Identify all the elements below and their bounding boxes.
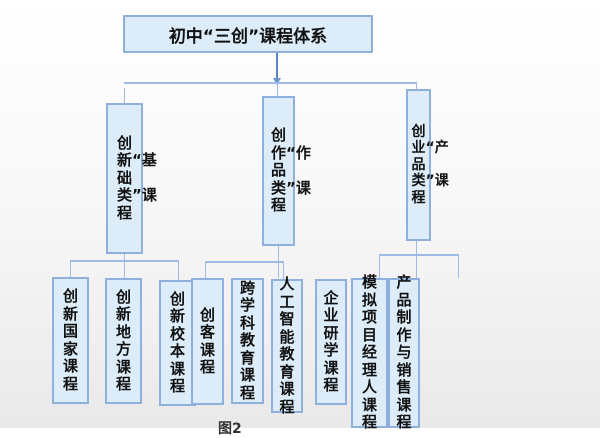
course-product-sales: 产品制作与销售课程 xyxy=(388,274,420,431)
category-innovation: 创新“基础类”课程 xyxy=(106,103,157,254)
connector xyxy=(283,261,284,279)
arrow-icon xyxy=(273,78,281,85)
course-label: 创新地方课程 xyxy=(116,287,132,393)
connector xyxy=(124,260,125,278)
category-label: 创新“基础类”课程 xyxy=(117,133,157,222)
course-label: 模拟项目经理人课程 xyxy=(362,273,378,432)
category-creation: 创作“作品类”课程 xyxy=(262,96,311,246)
course-ai: 人工智能教育课程 xyxy=(271,275,303,416)
root-node: 初中“三创”课程体系 xyxy=(123,15,373,53)
course-national: 创新国家课程 xyxy=(52,277,89,404)
course-local: 创新地方课程 xyxy=(105,278,142,404)
course-enterprise-study: 企业研学课程 xyxy=(315,279,347,405)
connector xyxy=(416,241,417,278)
course-label: 创新国家课程 xyxy=(63,287,79,393)
connector xyxy=(205,261,284,263)
course-label: 跨学科教育课程 xyxy=(240,278,256,402)
connector xyxy=(70,260,71,277)
connector xyxy=(379,254,459,256)
connector xyxy=(379,254,380,279)
category-entrepreneurship: 创业“产品类”课程 xyxy=(406,89,449,241)
course-label: 创客课程 xyxy=(200,305,216,376)
connector xyxy=(416,82,417,89)
category-label: 创作“作品类”课程 xyxy=(271,126,311,215)
connector xyxy=(178,260,179,280)
course-label: 产品制作与销售课程 xyxy=(396,273,412,432)
course-interdisciplinary: 跨学科教育课程 xyxy=(231,278,264,404)
course-label: 创新校本课程 xyxy=(170,289,186,395)
connector xyxy=(124,88,125,103)
connector xyxy=(276,53,278,81)
course-project-manager: 模拟项目经理人课程 xyxy=(351,274,388,431)
category-label: 创业“产品类”课程 xyxy=(411,123,449,206)
connector xyxy=(124,254,125,262)
figure-caption: 图2 xyxy=(218,421,242,437)
connector xyxy=(124,82,417,84)
course-label: 企业研学课程 xyxy=(323,288,339,394)
connector xyxy=(205,261,206,278)
root-label: 初中“三创”课程体系 xyxy=(168,26,328,47)
connector xyxy=(458,254,459,278)
course-label: 人工智能教育课程 xyxy=(279,275,295,416)
course-maker: 创客课程 xyxy=(191,278,224,405)
connector xyxy=(277,84,278,96)
